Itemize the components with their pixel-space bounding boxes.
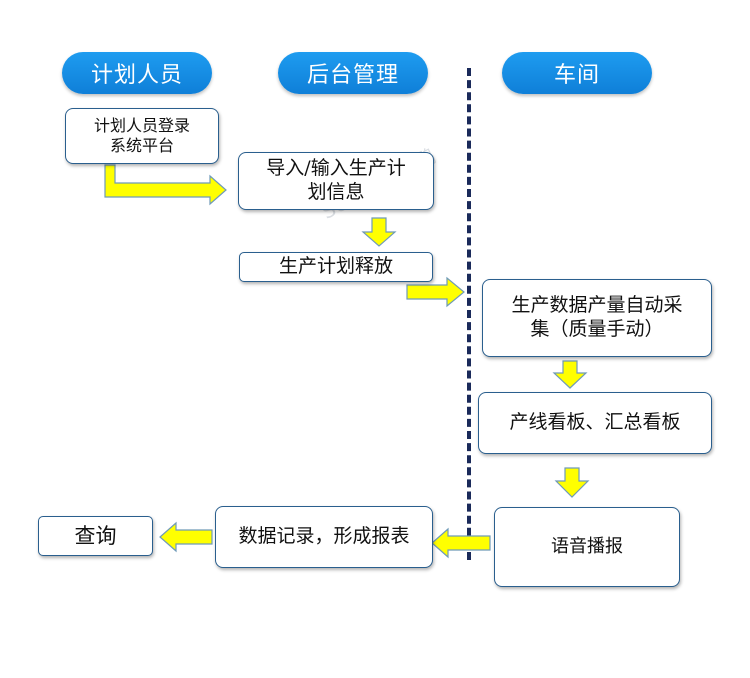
arrow-login-to-import [104, 164, 227, 206]
node-query: 查询 [38, 516, 153, 556]
node-voice-label: 语音播报 [551, 535, 623, 557]
node-board-label: 产线看板、汇总看板 [509, 411, 681, 434]
node-board: 产线看板、汇总看板 [478, 392, 712, 454]
lane-header-backend: 后台管理 [278, 52, 428, 94]
node-login: 计划人员登录 系统平台 [65, 108, 219, 164]
arrow-release-to-collect [406, 276, 465, 308]
node-collect-label: 生产数据产量自动采 集（质量手动） [511, 294, 683, 340]
arrow-voice-to-record [431, 527, 491, 559]
node-query-label: 查询 [74, 523, 117, 548]
node-collect: 生产数据产量自动采 集（质量手动） [482, 279, 712, 357]
node-import-label: 导入/输入生产计 划信息 [266, 157, 406, 203]
node-record: 数据记录，形成报表 [215, 506, 433, 568]
lane-divider [467, 68, 471, 560]
lane-header-planner: 计划人员 [62, 52, 212, 94]
node-login-label: 计划人员登录 系统平台 [93, 116, 190, 155]
node-release-label: 生产计划释放 [278, 255, 393, 278]
arrow-board-to-voice [554, 467, 590, 498]
node-import: 导入/输入生产计 划信息 [238, 152, 434, 210]
lane-header-workshop: 车间 [502, 52, 652, 94]
arrow-record-to-query [159, 521, 213, 553]
arrow-import-to-release [361, 217, 397, 247]
node-voice: 语音播报 [494, 507, 680, 587]
arrow-collect-to-board [552, 360, 588, 389]
node-record-label: 数据记录，形成报表 [238, 525, 410, 548]
node-release: 生产计划释放 [239, 252, 433, 282]
